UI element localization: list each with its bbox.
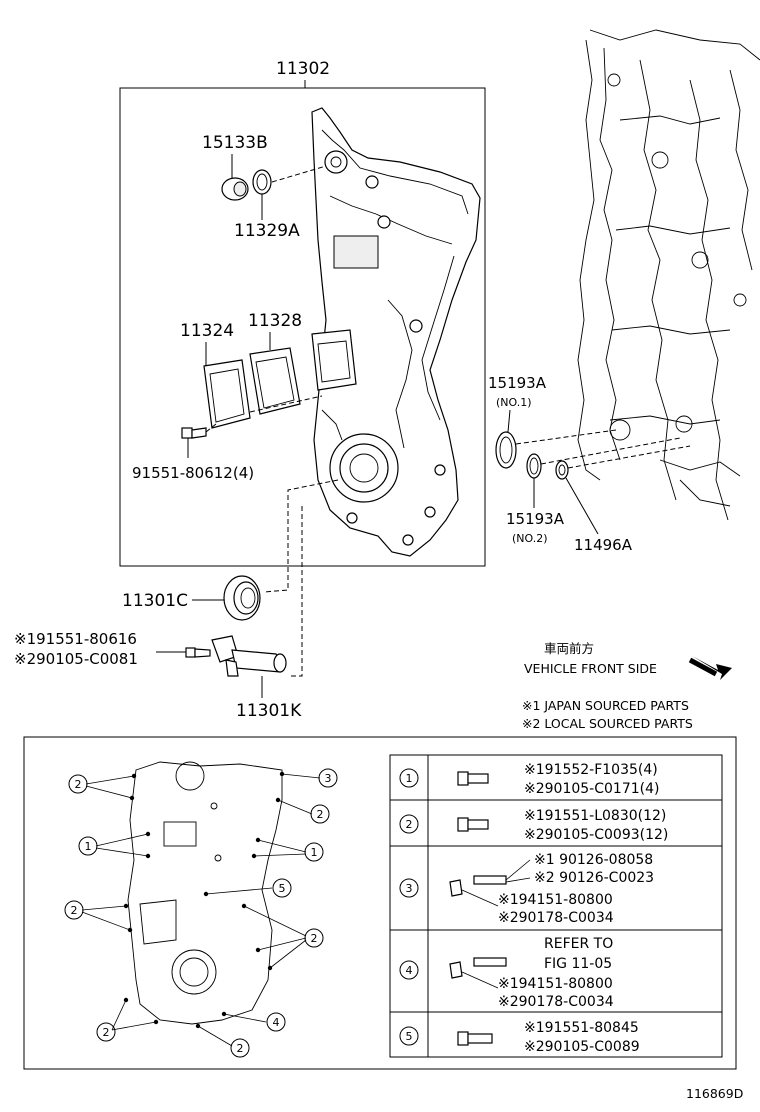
table-row: 2 ※191551-L0830(12) ※290105-C0093(12) — [399, 808, 668, 843]
svg-text:※194151-80800: ※194151-80800 — [498, 892, 613, 908]
label-11329A: 11329A — [234, 221, 300, 241]
bolt-layout-frame — [23, 736, 737, 1070]
bolt-locations — [123, 771, 285, 1029]
svg-text:3: 3 — [406, 882, 413, 895]
callout-marker: 4 — [266, 1012, 286, 1032]
svg-text:5: 5 — [279, 882, 286, 895]
svg-text:4: 4 — [273, 1016, 280, 1029]
callout-marker: 5 — [272, 878, 292, 898]
ring-drawing — [555, 460, 569, 480]
flange-bolt-icon — [457, 771, 489, 786]
diagram-id: 116869D — [686, 1086, 743, 1101]
svg-text:5: 5 — [406, 1030, 413, 1043]
label-sensor-bolt-1: ※191551-80616 — [14, 630, 137, 648]
plate-bolt-drawing — [181, 427, 207, 439]
engine-block-drawing — [577, 29, 760, 521]
svg-text:※290178-C0034: ※290178-C0034 — [498, 910, 614, 926]
svg-text:※194151-80800: ※194151-80800 — [498, 976, 613, 992]
svg-text:1: 1 — [85, 840, 92, 853]
label-11496A: 11496A — [574, 536, 633, 554]
callout-markers: 2 3 1 2 1 2 5 2 2 4 2 — [64, 768, 338, 1058]
svg-text:※290105-C0089: ※290105-C0089 — [524, 1039, 640, 1055]
label-11302: 11302 — [276, 59, 330, 79]
flange-bolt-icon — [457, 817, 489, 832]
table-row: 4 REFER TO FIG 11-05 ※194151-80800 ※2901… — [399, 936, 614, 1010]
note-local-sourced: ※2 LOCAL SOURCED PARTS — [522, 716, 693, 731]
oil-seal-drawing — [223, 575, 261, 621]
callout-marker: 2 — [96, 1022, 116, 1042]
label-15133B: 15133B — [202, 133, 268, 153]
callout-marker: 2 — [310, 804, 330, 824]
svg-text:1: 1 — [406, 772, 413, 785]
note-japan-sourced: ※1 JAPAN SOURCED PARTS — [522, 698, 689, 713]
svg-text:※2 90126-C0023: ※2 90126-C0023 — [534, 870, 654, 886]
svg-text:※191551-L0830(12): ※191551-L0830(12) — [524, 808, 666, 824]
svg-text:3: 3 — [325, 772, 332, 785]
callout-marker: 2 — [68, 774, 88, 794]
o-ring-1-drawing — [495, 431, 517, 469]
label-15193A-no1-sub: (NO.1) — [496, 396, 532, 409]
svg-text:2: 2 — [103, 1026, 110, 1039]
svg-text:2: 2 — [237, 1042, 244, 1055]
svg-text:※191551-80845: ※191551-80845 — [524, 1020, 639, 1036]
callout-marker: 1 — [304, 842, 324, 862]
sensor-drawing — [211, 635, 287, 677]
svg-text:2: 2 — [406, 818, 413, 831]
callout-marker: 1 — [78, 836, 98, 856]
svg-text:※290105-C0171(4): ※290105-C0171(4) — [524, 781, 659, 797]
cover-plate-drawing — [203, 359, 251, 429]
table-row: 3 ※1 90126-08058 ※2 90126-C0023 ※194151-… — [399, 852, 654, 926]
svg-text:4: 4 — [406, 964, 413, 977]
svg-text:※290178-C0034: ※290178-C0034 — [498, 994, 614, 1010]
svg-text:※1 90126-08058: ※1 90126-08058 — [534, 852, 653, 868]
svg-text:2: 2 — [75, 778, 82, 791]
table-row: 1 ※191552-F1035(4) ※290105-C0171(4) — [399, 762, 659, 797]
plate-gasket-drawing — [249, 347, 301, 415]
label-15193A-no2-sub: (NO.2) — [512, 532, 548, 545]
vehicle-front-en: VEHICLE FRONT SIDE — [524, 661, 657, 676]
svg-text:FIG 11-05: FIG 11-05 — [544, 956, 612, 972]
front-arrow-icon — [688, 656, 732, 680]
label-11324: 11324 — [180, 321, 234, 341]
label-15193A-no1: 15193A — [488, 374, 547, 392]
o-ring-2-drawing — [526, 453, 542, 479]
svg-text:2: 2 — [71, 904, 78, 917]
label-sensor-bolt-2: ※290105-C0081 — [14, 650, 138, 668]
label-11328: 11328 — [248, 311, 302, 331]
callout-marker: 3 — [318, 768, 338, 788]
timing-cover-drawing — [311, 107, 481, 557]
vehicle-front-jp: 車両前方 — [544, 641, 594, 656]
stud-bolt-icon — [449, 957, 507, 979]
label-91551-80612: 91551-80612(4) — [132, 464, 254, 482]
svg-text:REFER TO: REFER TO — [544, 936, 613, 952]
svg-text:1: 1 — [311, 846, 318, 859]
label-15193A-no2: 15193A — [506, 510, 565, 528]
label-11301C: 11301C — [122, 591, 188, 611]
svg-text:※290105-C0093(12): ※290105-C0093(12) — [524, 827, 668, 843]
svg-text:※191552-F1035(4): ※191552-F1035(4) — [524, 762, 658, 778]
callout-leaders — [81, 773, 321, 1047]
plug-gasket-drawing — [252, 169, 272, 195]
sensor-bolt-drawing — [185, 647, 211, 658]
plug-drawing — [221, 177, 249, 201]
table-row: 5 ※191551-80845 ※290105-C0089 — [399, 1020, 640, 1055]
callout-marker: 2 — [64, 900, 84, 920]
callout-marker: 2 — [304, 928, 324, 948]
bolt-table: 1 ※191552-F1035(4) ※290105-C0171(4) 2 ※1… — [389, 754, 723, 1058]
flange-bolt-icon — [457, 1031, 493, 1046]
bolt-layout-cover-drawing — [127, 761, 283, 1025]
callout-marker: 2 — [230, 1038, 250, 1058]
label-11301K: 11301K — [236, 701, 302, 721]
svg-text:2: 2 — [317, 808, 324, 821]
svg-text:2: 2 — [311, 932, 318, 945]
